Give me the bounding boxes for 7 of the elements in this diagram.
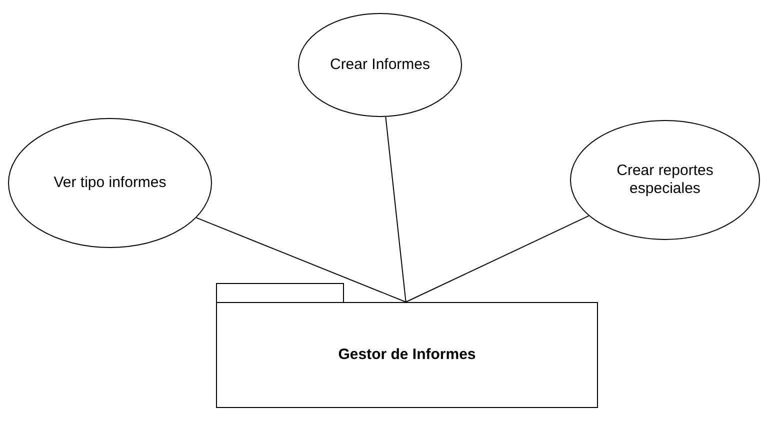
use-case-label: Ver tipo informes [54, 174, 166, 192]
association-line [405, 215, 590, 302]
use-case-label: Crear Informes [330, 56, 430, 74]
use-case-label: Crear reportes especiales [616, 162, 714, 198]
package-label: Gestor de Informes [338, 346, 476, 364]
association-line [196, 217, 406, 302]
association-line [385, 116, 406, 302]
